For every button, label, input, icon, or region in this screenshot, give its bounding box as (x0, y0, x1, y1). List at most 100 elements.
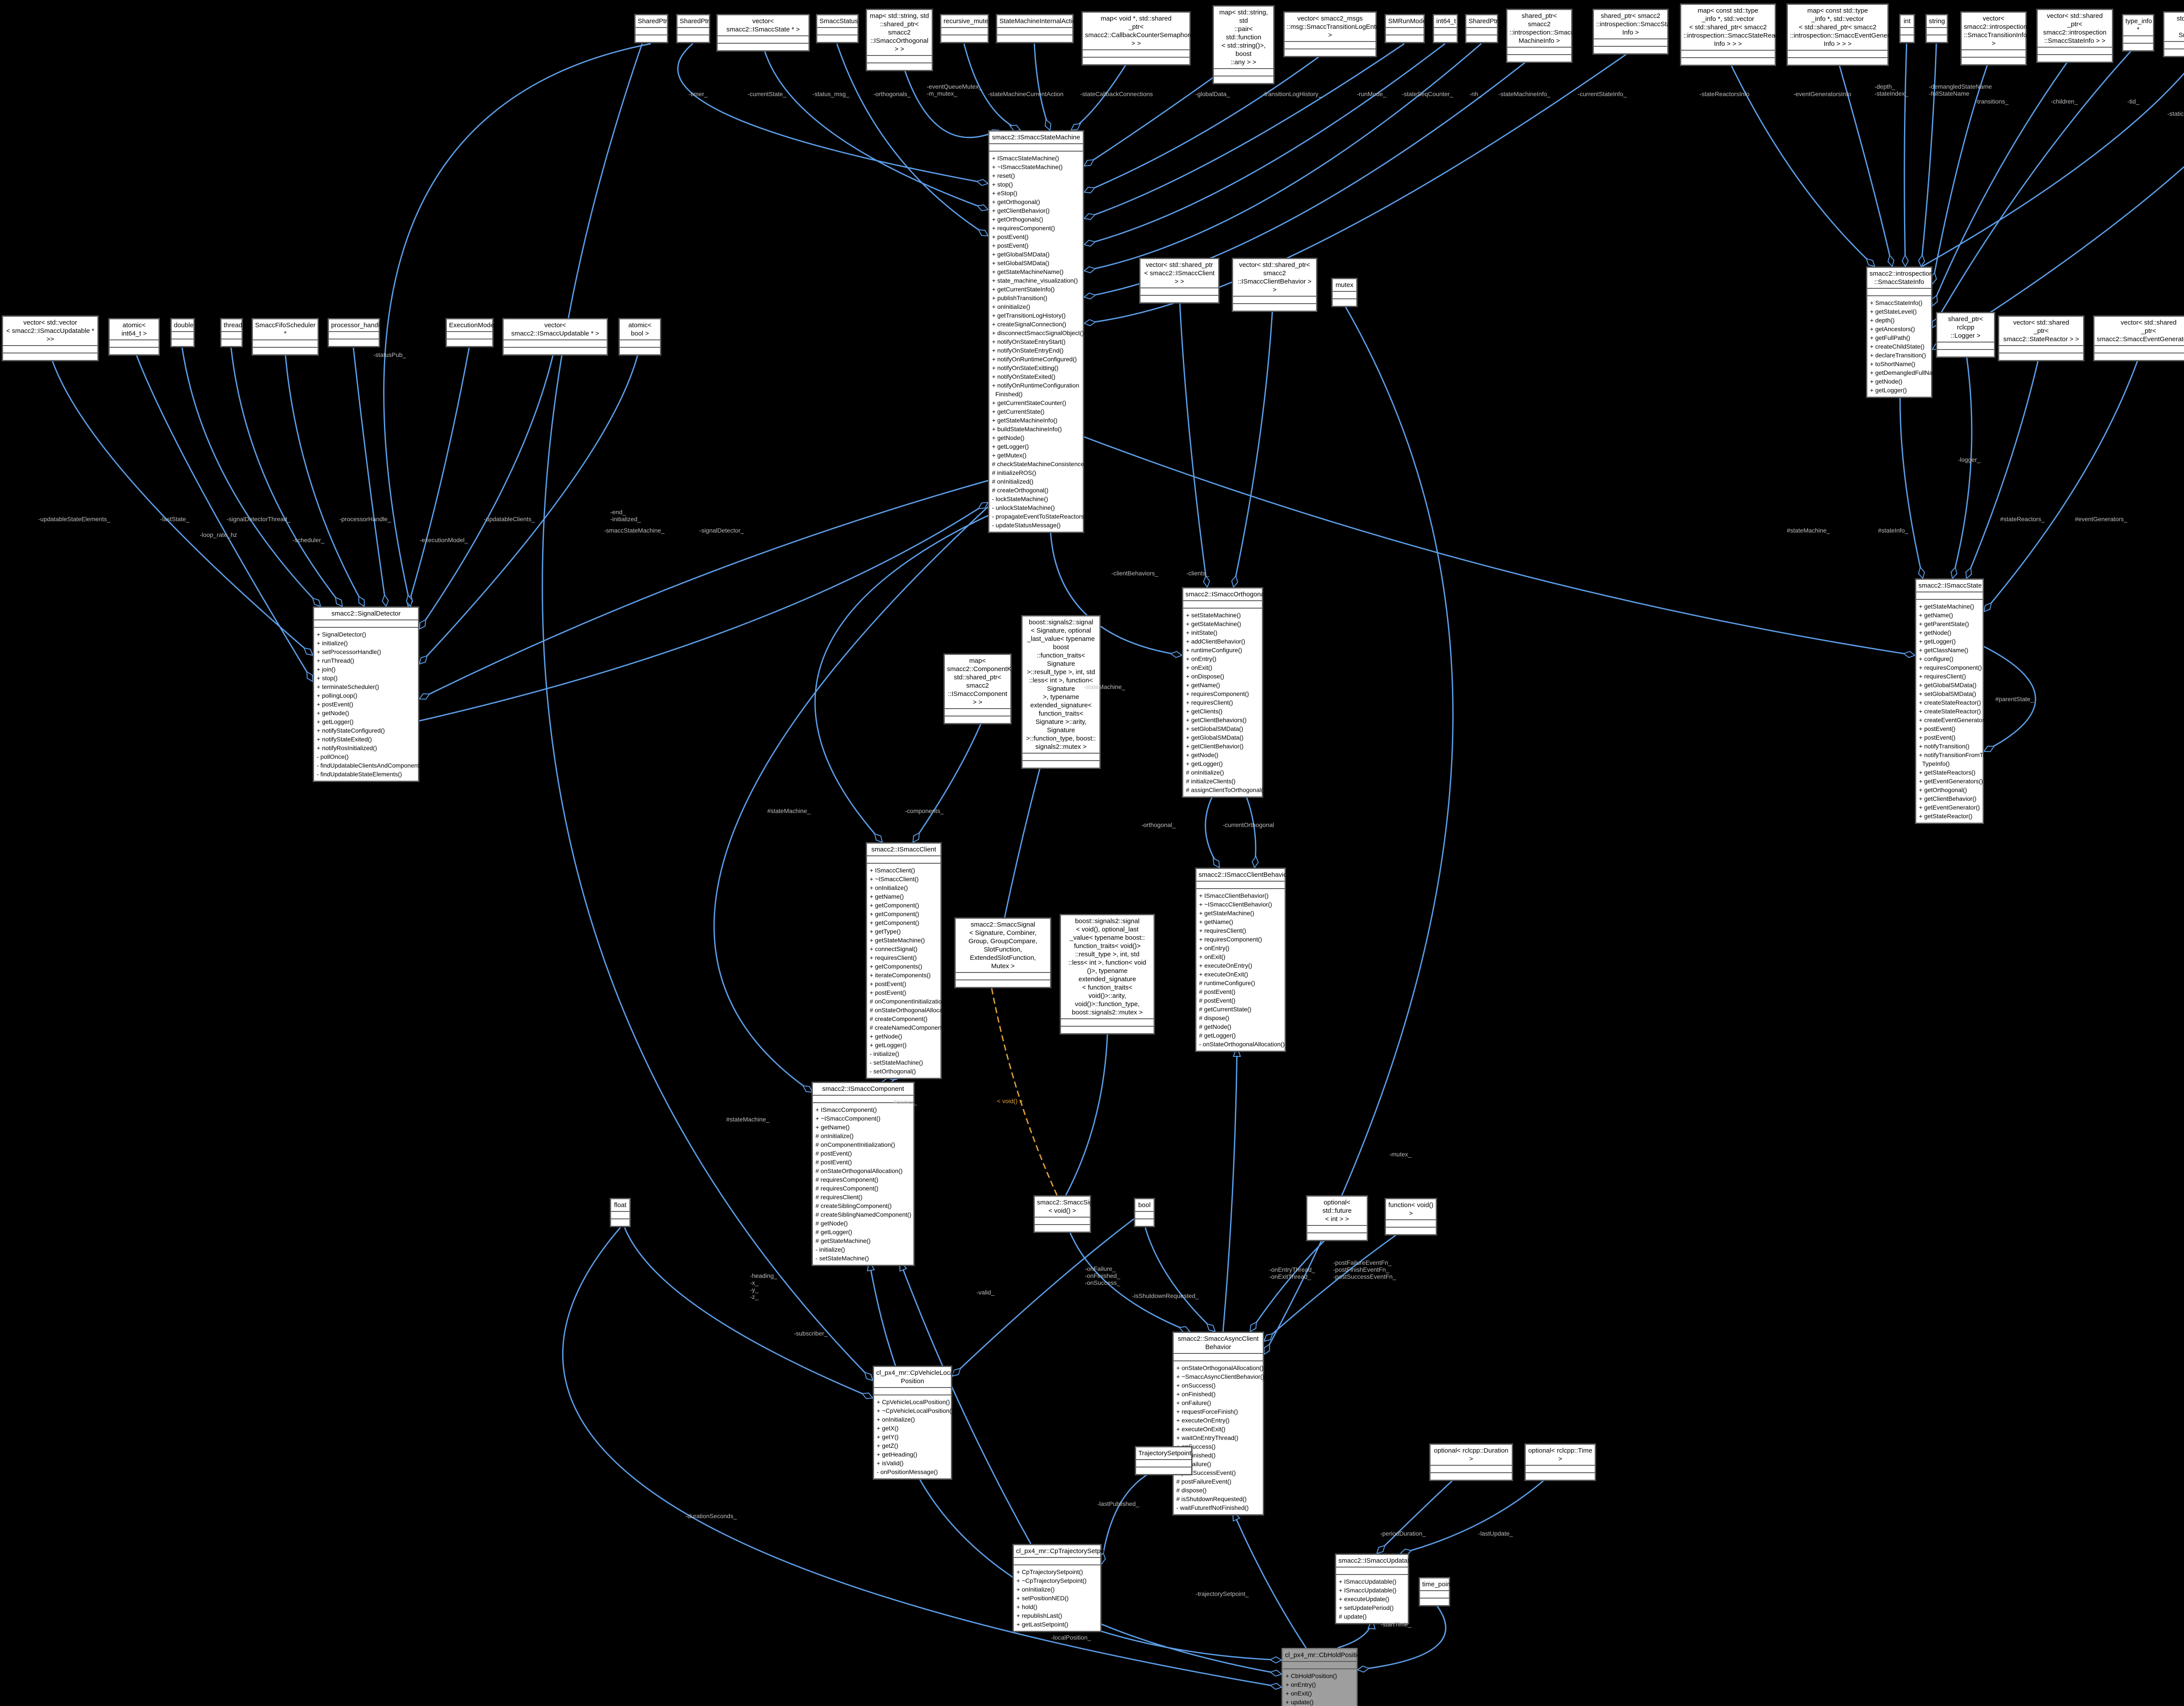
edge-label: -demangledStateName -fullStateName (1929, 83, 1992, 97)
edge-label: -executionModel_ (419, 536, 468, 543)
class-trajectorysetpoint[interactable]: TrajectorySetpoint (1135, 1446, 1192, 1475)
class-map-eventgeneratorinfo[interactable]: map< const std::type _info *, std::vecto… (1787, 3, 1901, 66)
class-ismaccupdatable[interactable]: smacc2::ISmaccUpdatable+ ISmaccUpdatable… (1335, 1554, 1416, 1624)
class-sp-stateinfo[interactable]: shared_ptr< smacc2 ::introspection::Smac… (1593, 9, 1676, 55)
methods-compartment (1927, 35, 1947, 42)
class-vector-ismaccstate[interactable]: vector< smacc2::ISmaccState * > (716, 14, 810, 52)
class-smaccsignal-void[interactable]: smacc2::SmaccSignal < void() > (1033, 1195, 1102, 1233)
class-cpvehiclelocalposition[interactable]: cl_px4_mr::CpVehicleLocal Position+ CpVe… (873, 1366, 955, 1480)
method: + postEvent() (1919, 734, 1956, 741)
class-statemachineinternalaction[interactable]: StateMachineInternalAction (996, 14, 1079, 43)
class-smaccstatus[interactable]: SmaccStatus (816, 14, 859, 43)
methods-compartment: + CpTrajectorySetpoint()+ ~CpTrajectoryS… (1014, 1565, 1100, 1631)
class-signaldetector[interactable]: smacc2::SignalDetector+ SignalDetector()… (313, 606, 426, 782)
edge-onentrythread (1249, 1232, 1333, 1332)
class-smrunmode[interactable]: SMRunMode (1385, 14, 1427, 43)
class-enable-shared[interactable]: std::enable_shared _from_this< SmaccStat… (2163, 11, 2184, 57)
methods-compartment (945, 716, 1010, 723)
method: + ISmaccStateMachine() (992, 155, 1059, 162)
class-ismaccstatemachine[interactable]: smacc2::ISmaccStateMachine+ ISmaccStateM… (988, 130, 1088, 533)
edge-staticbehaviorinfo (1932, 166, 2184, 350)
method: + requestForceFinish() (1176, 1408, 1238, 1415)
class-cbholdposition[interactable]: cl_px4_mr::CbHoldPosition+ CbHoldPositio… (1282, 1648, 1364, 1706)
class-smaccasyncclientbehavior[interactable]: smacc2::SmaccAsyncClient Behavior+ onSta… (1172, 1332, 1265, 1516)
class-map-globaldata[interactable]: map< std::string, std ::pair< std::funct… (1213, 5, 1275, 84)
class-sharedptr-2[interactable]: SharedPtr (676, 14, 710, 43)
class-title: vector< std::shared_ptr< smacc2 ::ISmacc… (1233, 259, 1316, 297)
class-vector-transitioninfo[interactable]: vector< smacc2::introspection ::SmaccTra… (1960, 11, 2027, 66)
edge-label: -runMode_ (1357, 90, 1386, 97)
class-time-point[interactable]: time_point (1419, 1577, 1452, 1606)
method: + postEvent() (992, 233, 1029, 240)
class-thread[interactable]: thread (220, 318, 243, 347)
edge-statereactorsinfo (1727, 57, 1875, 266)
method: + notifyOnRuntimeConfiguration Finished(… (992, 382, 1079, 398)
class-double[interactable]: double (170, 318, 195, 347)
class-int64[interactable]: int64_t (1433, 14, 1458, 43)
edge-label: -statusPub_ (373, 351, 406, 358)
methods-compartment (221, 339, 242, 346)
class-bool[interactable]: bool (1134, 1198, 1155, 1227)
edge-label: -processorHandle_ (339, 516, 391, 523)
edge-orthogonal (1205, 792, 1220, 868)
class-vector-sp-stateinfo[interactable]: vector< std::shared _ptr< smacc2::intros… (2036, 9, 2113, 63)
class-vector-clientbehaviors[interactable]: vector< std::shared_ptr< smacc2 ::ISmacc… (1232, 258, 1317, 312)
class-mutex[interactable]: mutex (1331, 278, 1358, 307)
class-map-statereactorinfo[interactable]: map< const std::type _info *, std::vecto… (1680, 3, 1786, 66)
class-float[interactable]: float (610, 1198, 631, 1227)
class-vector-clients[interactable]: vector< std::shared_ptr < smacc2::ISmacc… (1139, 258, 1220, 304)
class-title: function< void() > (1386, 1199, 1436, 1220)
class-title: StateMachineInternalAction (997, 15, 1079, 28)
class-cptrajectorysetpoint[interactable]: cl_px4_mr::CpTrajectorySetpoint+ CpTraje… (1013, 1544, 1111, 1632)
class-optional-duration[interactable]: optional< rclcpp::Duration > (1429, 1443, 1513, 1481)
methods-compartment (1386, 1228, 1436, 1234)
class-boost-signal-void[interactable]: boost::signals2::signal < void(), option… (1060, 914, 1155, 1035)
class-map-callbackcounter[interactable]: map< void *, std::shared _ptr< smacc2::C… (1082, 11, 1193, 66)
class-sharedptr-1[interactable]: SharedPtr (634, 14, 668, 43)
class-ismaccclientbehavior[interactable]: smacc2::ISmaccClientBehavior+ ISmaccClie… (1195, 868, 1289, 1052)
class-map-orthogonals[interactable]: map< std::string, std ::shared_ptr< smac… (866, 9, 933, 71)
class-ismacccomponent[interactable]: smacc2::ISmaccComponent+ ISmaccComponent… (812, 1082, 915, 1266)
method: + notifyTransitionFromTransition TypeInf… (1919, 751, 2007, 767)
class-ismaccstate[interactable]: smacc2::ISmaccState+ getStateMachine()+ … (1915, 578, 2007, 824)
class-string[interactable]: string (1925, 14, 1948, 43)
class-atomic-bool[interactable]: atomic< bool > (619, 318, 661, 356)
class-optional-future[interactable]: optional< std::future < int > > (1306, 1195, 1368, 1241)
class-smaccstateinfo[interactable]: smacc2::introspection ::SmaccStateInfo+ … (1866, 266, 1945, 398)
class-type-info[interactable]: type_info * (2122, 14, 2154, 52)
method: + ~ISmaccComponent() (816, 1115, 881, 1122)
class-vector-transitionlog[interactable]: vector< smacc2_msgs ::msg::SmaccTransiti… (1283, 11, 1381, 57)
attributes-compartment (867, 56, 932, 63)
class-executionmodel[interactable]: ExecutionModel (446, 318, 496, 347)
class-sp-statemachineinfo[interactable]: shared_ptr< smacc2 ::introspection::Smac… (1506, 9, 1590, 63)
method: + requiresComponent() (1186, 690, 1249, 697)
method: + ISmaccClientBehavior() (1199, 892, 1269, 899)
class-atomic-int64[interactable]: atomic< int64_t > (108, 318, 160, 356)
class-smaccsignal-tpl[interactable]: smacc2::SmaccSignal < Signature, Combine… (954, 917, 1051, 988)
class-map-componentkey[interactable]: map< smacc2::ComponentKey, std::shared_p… (943, 654, 1019, 724)
edge-currentstate (762, 43, 988, 210)
class-vector-updatable[interactable]: vector< smacc2::ISmaccUpdatable * > (502, 318, 608, 356)
class-processor-handle[interactable]: processor_handle (328, 318, 383, 347)
method: + executeOnEntry() (1176, 1417, 1230, 1424)
class-int[interactable]: int (1899, 14, 1915, 43)
method: # getStateMachine() (816, 1237, 871, 1244)
class-function-void[interactable]: function< void() > (1385, 1198, 1437, 1235)
method: + getParentState() (1919, 620, 1969, 627)
class-smaccfifoscheduler[interactable]: SmaccFifoScheduler * (252, 318, 319, 356)
attributes-compartment (1285, 42, 1375, 49)
class-vector-statereactor[interactable]: vector< std::shared _ptr< smacc2::StateR… (1998, 315, 2084, 361)
class-recursive-mutex[interactable]: recursive_mutex (940, 14, 992, 43)
class-sp-logger[interactable]: shared_ptr< rclcpp ::Logger > (1936, 312, 1995, 358)
method: - initialize() (870, 1050, 899, 1057)
class-ismaccclient[interactable]: smacc2::ISmaccClient+ ISmaccClient()+ ~I… (866, 842, 957, 1079)
class-title: map< std::string, std ::pair< std::funct… (1214, 7, 1273, 69)
class-ismaccorthogonal[interactable]: smacc2::ISmaccOrthogonal+ setStateMachin… (1182, 587, 1266, 798)
class-boost-signal-sig[interactable]: boost::signals2::signal < Signature, opt… (1021, 615, 1101, 769)
class-sharedptr-3[interactable]: SharedPtr (1465, 14, 1498, 43)
class-vector-eventgenerator[interactable]: vector< std::shared _ptr< smacc2::SmaccE… (2093, 315, 2184, 361)
class-optional-time[interactable]: optional< rclcpp::Time > (1524, 1443, 1596, 1481)
methods-compartment (1214, 76, 1273, 83)
edge-label: -lastUpdate_ (1478, 1530, 1513, 1537)
class-vector-updatable-elems[interactable]: vector< std::vector < smacc2::ISmaccUpda… (2, 315, 99, 361)
